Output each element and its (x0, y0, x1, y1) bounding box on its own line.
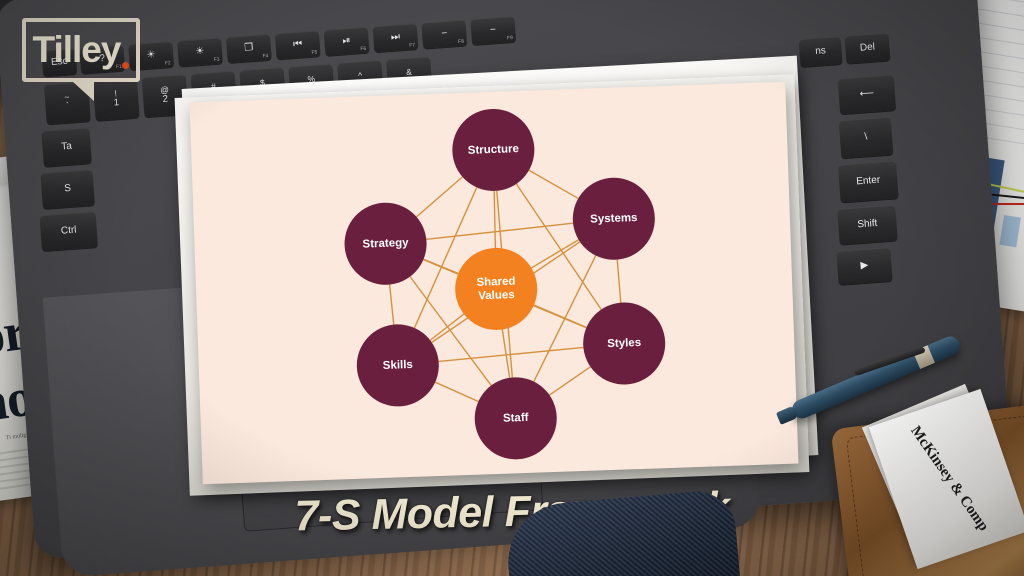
key-f8[interactable]: −F8 (421, 19, 468, 49)
key-arrow-right[interactable]: ▶ (836, 247, 893, 285)
key-tab[interactable]: Ta (41, 127, 92, 167)
diagram-node-label: Values (478, 289, 515, 302)
key-ctrl[interactable]: Ctrl (39, 211, 98, 252)
diagram-node-label: Systems (590, 212, 638, 226)
diagram-node-strategy[interactable] (343, 201, 428, 286)
diagram-link (409, 276, 492, 386)
diagram-node-staff[interactable] (473, 376, 558, 461)
key-delete[interactable]: Del (844, 32, 891, 64)
diagram-link (434, 381, 479, 403)
key-f3[interactable]: ☀F3 (177, 37, 223, 67)
key-1[interactable]: !1 (92, 77, 140, 121)
diagram-node-label: Shared (476, 276, 515, 289)
diagram-node-structure[interactable] (451, 108, 536, 193)
diagram-node-label: Skills (383, 359, 413, 372)
key-enter[interactable]: Enter (837, 160, 899, 203)
speech-bubble-icon (22, 18, 140, 82)
key-shift-left[interactable]: S (40, 169, 95, 209)
key-f5[interactable]: ⏮F5 (274, 30, 321, 60)
diagram-link (501, 329, 511, 378)
diagram-node-skills[interactable] (355, 323, 440, 408)
diagram-link (429, 313, 465, 341)
diagram-node-styles[interactable] (582, 301, 667, 386)
logo-text-label: Tilley (32, 29, 122, 70)
key-f7[interactable]: ⏭F7 (372, 23, 419, 53)
tilley-logo: Tilley (22, 18, 140, 101)
key-shift-right[interactable]: Shift (837, 204, 898, 245)
diagram-link (426, 222, 574, 240)
diagram-link (416, 176, 463, 218)
diagram-node-label: Structure (468, 143, 520, 157)
speech-bubble-tail-icon (68, 81, 94, 101)
diagram-node-label: Styles (607, 337, 641, 350)
diagram-node-shared-values[interactable] (454, 247, 539, 332)
diagram-link (616, 259, 622, 303)
diagram-link (528, 169, 579, 200)
diagram-link (533, 304, 587, 329)
diagram-link (493, 190, 497, 248)
diagram-link (423, 258, 459, 275)
key-f4[interactable]: ❐F4 (225, 33, 272, 64)
report-bar (999, 215, 1021, 248)
key-backspace[interactable]: ⟵ (837, 74, 897, 115)
key-f9[interactable]: −F9 (470, 15, 517, 46)
diagram-link (388, 284, 395, 325)
logo-wordmark: Tilley (22, 18, 140, 82)
diagram-link (413, 187, 478, 329)
diagram-link (549, 366, 591, 396)
diagram-node-systems[interactable] (571, 176, 656, 261)
diagram-link (515, 183, 602, 310)
diagram-node-label: Strategy (362, 237, 409, 251)
diagram-node-label: Staff (503, 412, 529, 425)
diagram-link (438, 346, 584, 363)
key-f6[interactable]: ⏯F6 (323, 26, 370, 56)
logo-accent-dot (122, 62, 130, 69)
diagram-link (531, 239, 579, 269)
key-backslash[interactable]: \ (838, 116, 894, 159)
key-insert[interactable]: ns (798, 36, 843, 68)
